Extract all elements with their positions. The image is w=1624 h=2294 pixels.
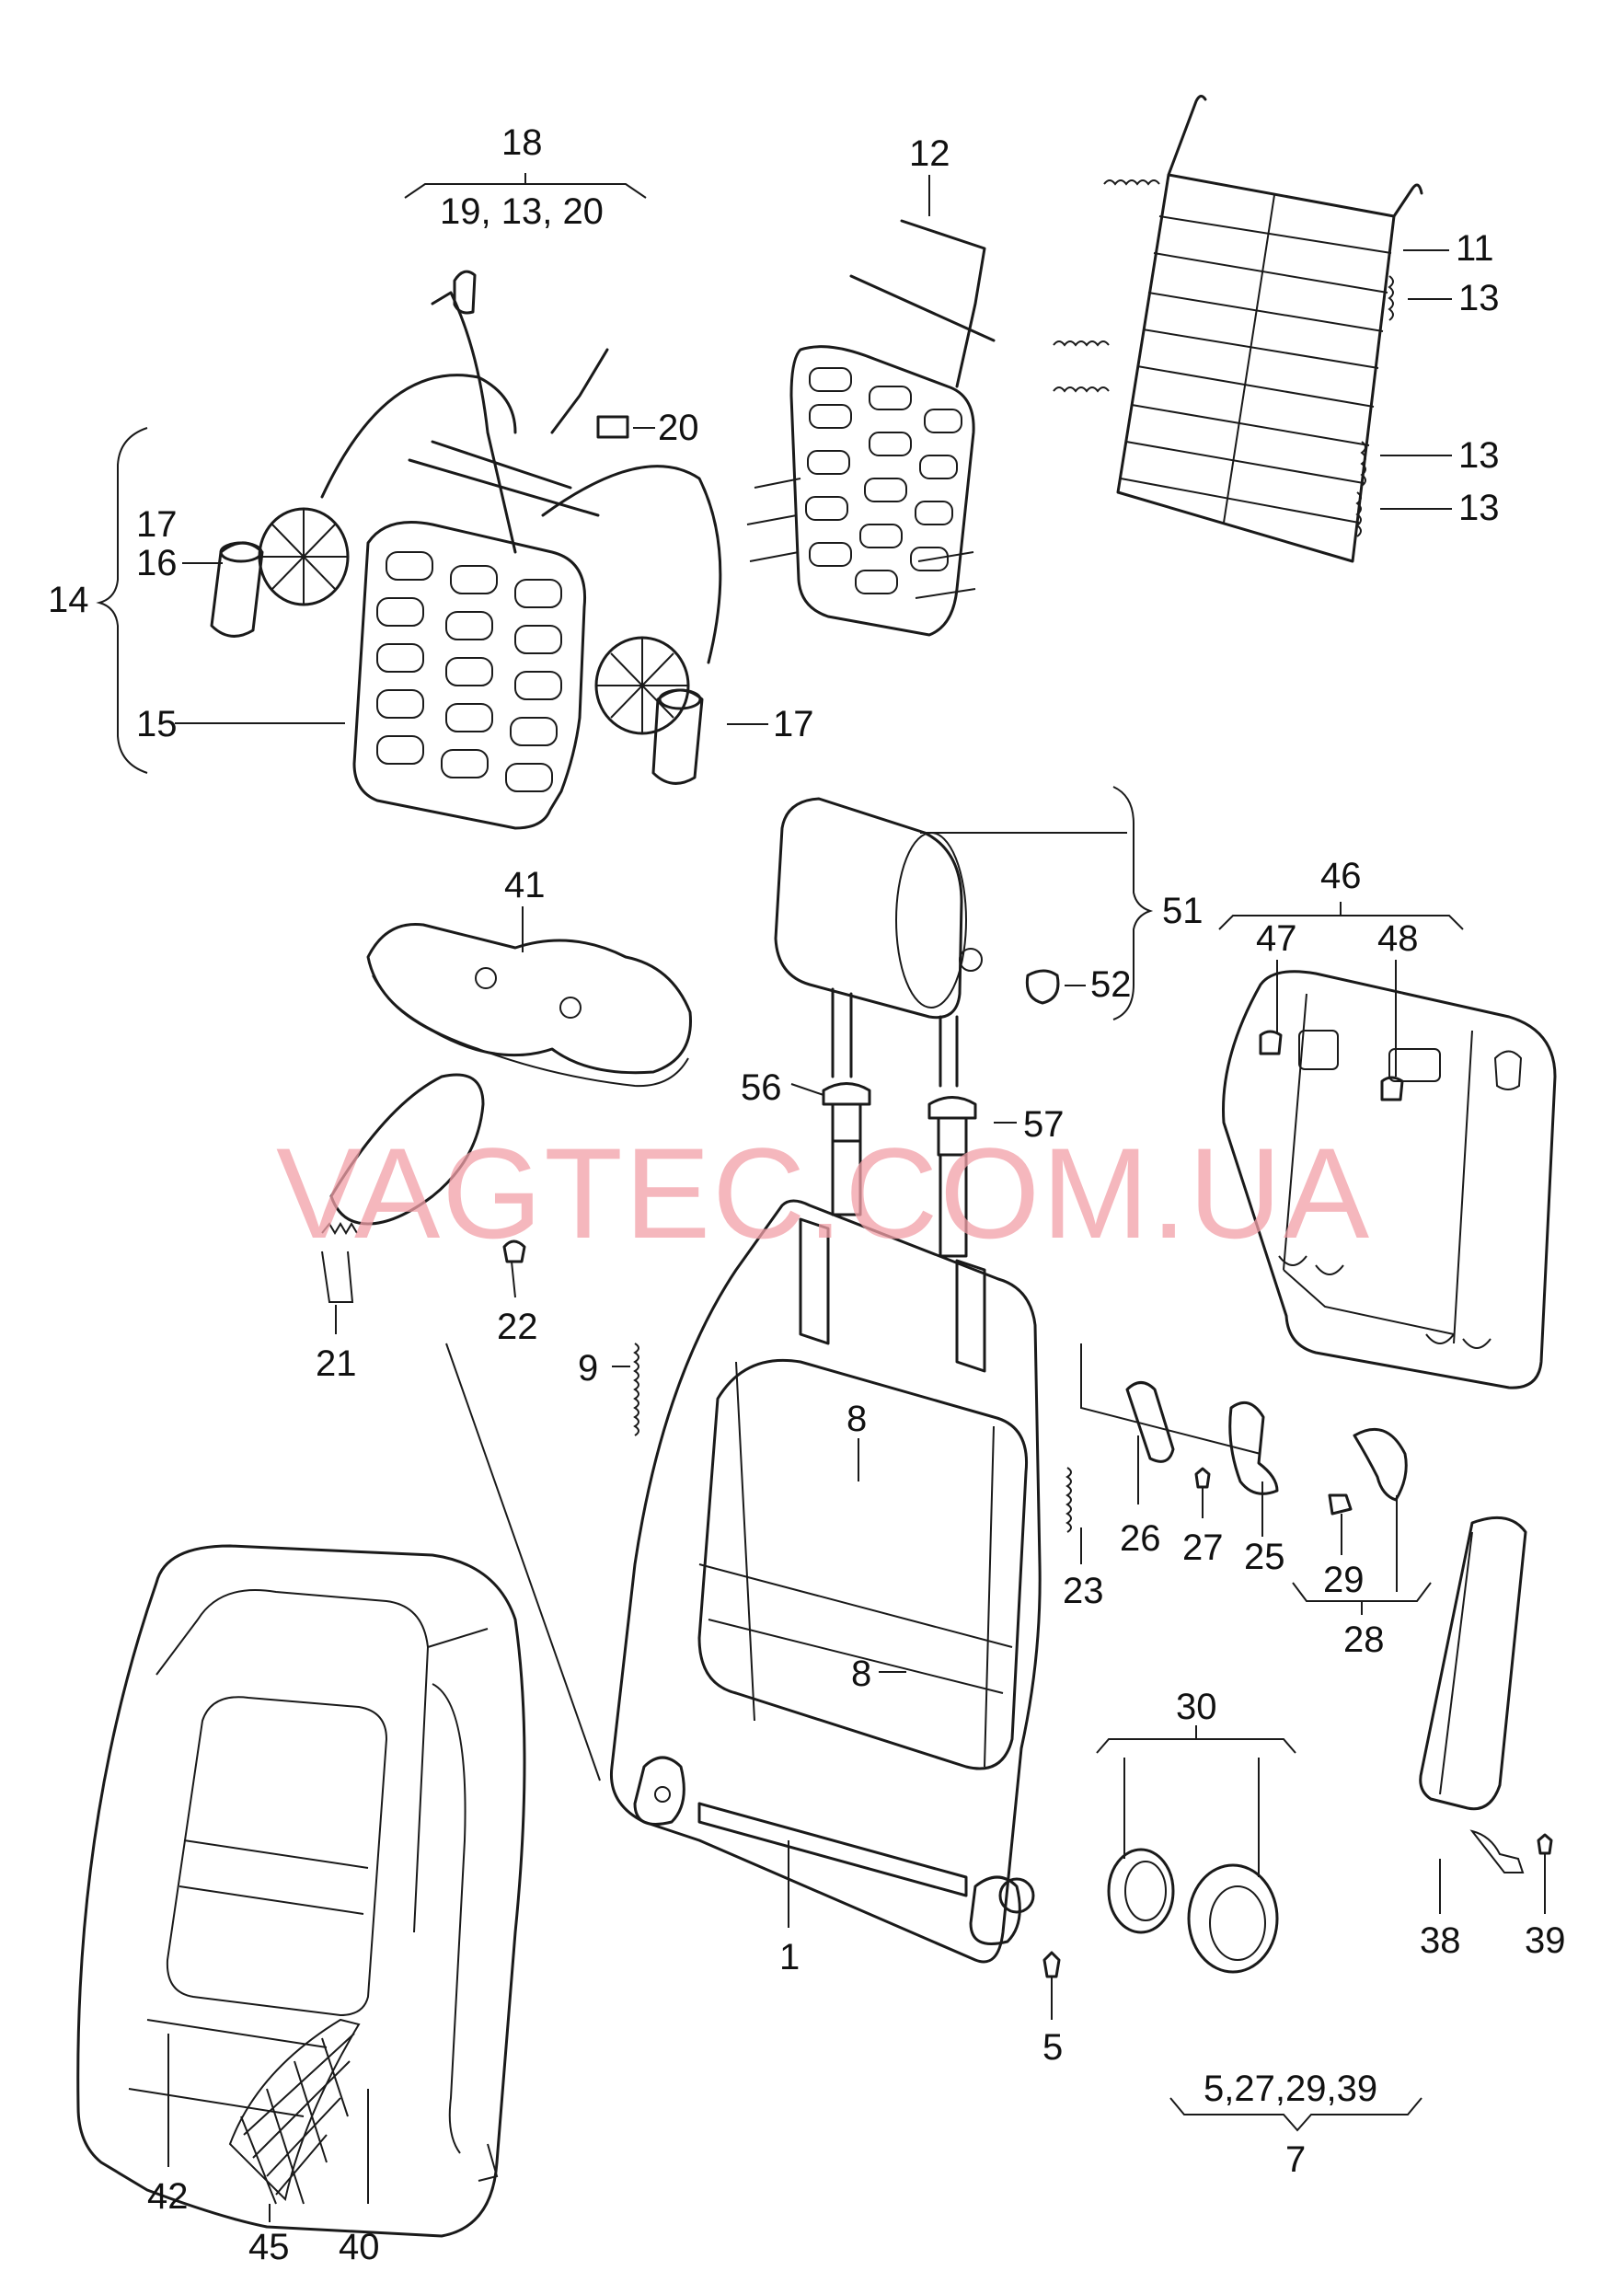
backrest-cover xyxy=(76,1544,526,2238)
label-28: 28 xyxy=(1343,1620,1385,1660)
lumbar-pump-right xyxy=(594,636,704,785)
label-51: 51 xyxy=(1162,891,1204,931)
label-12: 12 xyxy=(909,133,950,174)
label-41: 41 xyxy=(504,865,546,905)
side-panel xyxy=(1419,1516,1553,1914)
cap xyxy=(1025,969,1060,1005)
label-7: 7 xyxy=(1285,2139,1306,2180)
rear-backrest-panel xyxy=(1218,902,1557,1389)
label-17-a: 17 xyxy=(136,504,178,545)
label-14: 14 xyxy=(48,580,89,620)
head-restraint-guides xyxy=(790,1082,1017,1258)
label-22: 22 xyxy=(497,1307,538,1347)
lumbar-mat xyxy=(352,521,587,830)
adjustment-knobs xyxy=(1096,1725,1296,1974)
lumbar-support-assembly xyxy=(96,173,768,830)
backrest-pad xyxy=(366,922,692,1075)
label-30: 30 xyxy=(1176,1687,1217,1727)
watermark: VAGTEC.COM.UA xyxy=(276,1121,1371,1265)
label-11: 11 xyxy=(1456,228,1494,269)
spring-mat xyxy=(1053,95,1452,563)
label-42: 42 xyxy=(147,2176,189,2217)
label-15: 15 xyxy=(136,704,178,744)
label-13-b: 13 xyxy=(1458,435,1500,476)
label-40: 40 xyxy=(339,2227,380,2267)
backrest-frame xyxy=(609,1199,1261,2020)
adjustment-levers xyxy=(1065,1381,1432,1615)
label-21: 21 xyxy=(316,1343,357,1384)
head-restraint xyxy=(774,786,1154,1088)
label-25: 25 xyxy=(1244,1537,1285,1577)
label-19-13-20: 19, 13, 20 xyxy=(440,191,604,232)
label-48: 48 xyxy=(1377,918,1419,959)
label-1: 1 xyxy=(779,1937,800,1977)
backrest-suspension-mat xyxy=(746,175,996,637)
label-57: 57 xyxy=(1023,1104,1065,1145)
lumbar-pump-left xyxy=(210,507,350,638)
side-trim xyxy=(321,1073,601,1781)
label-16: 16 xyxy=(136,543,178,583)
label-29: 29 xyxy=(1323,1560,1365,1600)
label-39: 39 xyxy=(1525,1920,1566,1961)
label-8-a: 8 xyxy=(847,1399,867,1439)
tag-clip xyxy=(596,415,629,439)
label-20: 20 xyxy=(658,408,699,448)
bracket-7 xyxy=(1169,2097,1422,2132)
label-9: 9 xyxy=(578,1348,598,1389)
label-5-27-29-39: 5,27,29,39 xyxy=(1204,2069,1377,2109)
label-8-b: 8 xyxy=(851,1654,871,1694)
label-17-b: 17 xyxy=(773,704,814,744)
label-18: 18 xyxy=(501,122,543,163)
spring-9 xyxy=(633,1343,639,1436)
label-5: 5 xyxy=(1042,2027,1063,2068)
label-26: 26 xyxy=(1120,1518,1161,1559)
label-13-c: 13 xyxy=(1458,488,1500,528)
label-27: 27 xyxy=(1182,1527,1224,1568)
tension-springs xyxy=(1053,179,1394,537)
label-45: 45 xyxy=(248,2227,290,2267)
label-52: 52 xyxy=(1090,964,1132,1005)
label-38: 38 xyxy=(1420,1920,1461,1961)
label-56: 56 xyxy=(741,1067,782,1108)
label-23: 23 xyxy=(1063,1571,1104,1611)
label-46: 46 xyxy=(1320,856,1362,896)
label-47: 47 xyxy=(1256,918,1297,959)
label-13-a: 13 xyxy=(1458,278,1500,318)
part-labels: 18 19, 13, 20 12 11 13 13 13 20 17 16 14… xyxy=(48,122,1566,2267)
